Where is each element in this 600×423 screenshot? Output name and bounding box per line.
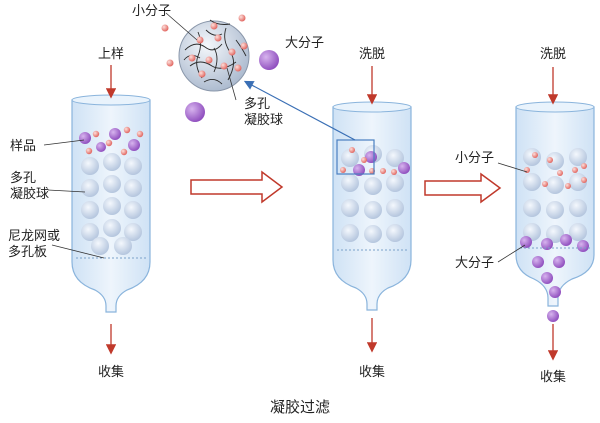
collect-label-3: 收集 xyxy=(540,369,566,385)
porous-gel-bead-label: 多孔凝胶球 xyxy=(10,170,49,202)
zoomed-large-molecule-bottom xyxy=(185,102,205,122)
process-arrow-1 xyxy=(190,170,284,204)
load-label: 上样 xyxy=(98,47,124,62)
nylon-mesh-label: 尼龙网或多孔板 xyxy=(8,229,60,260)
collect-label-1: 收集 xyxy=(98,364,124,380)
column-3-small-molecules xyxy=(524,152,587,189)
column-1 xyxy=(71,94,151,313)
zoom-gel-bead-label: 多孔凝胶球 xyxy=(244,96,283,128)
column-2 xyxy=(332,101,412,311)
process-arrow-2 xyxy=(424,172,502,204)
eluted-large-molecule xyxy=(547,310,559,322)
sample-label: 样品 xyxy=(10,139,36,154)
zoom-large-molecule-label: 大分子 xyxy=(285,36,324,51)
column-3-small-molecule-label: 小分子 xyxy=(455,151,494,166)
zoom-pointer-arrow xyxy=(243,80,356,141)
diagram-caption: 凝胶过滤 xyxy=(270,398,330,416)
zoom-small-molecule-label: 小分子 xyxy=(132,4,171,19)
column-1-beads xyxy=(81,153,142,255)
elute-label-1: 洗脱 xyxy=(359,47,385,62)
column-3-large-molecule-label: 大分子 xyxy=(455,256,494,271)
zoomed-gel-bead xyxy=(161,14,279,122)
column-3-beads xyxy=(523,148,587,243)
zoom-box xyxy=(336,139,375,175)
zoomed-large-molecule-right xyxy=(259,50,279,70)
column-1-sample-molecules xyxy=(79,126,144,156)
collect-label-2: 收集 xyxy=(359,364,385,380)
column-3-large-molecules xyxy=(520,234,589,298)
column-2-beads xyxy=(341,145,404,243)
zoomed-small-molecules xyxy=(161,14,248,78)
leader-lines xyxy=(43,12,528,263)
column-3 xyxy=(515,101,595,322)
elute-label-2: 洗脱 xyxy=(540,47,566,62)
